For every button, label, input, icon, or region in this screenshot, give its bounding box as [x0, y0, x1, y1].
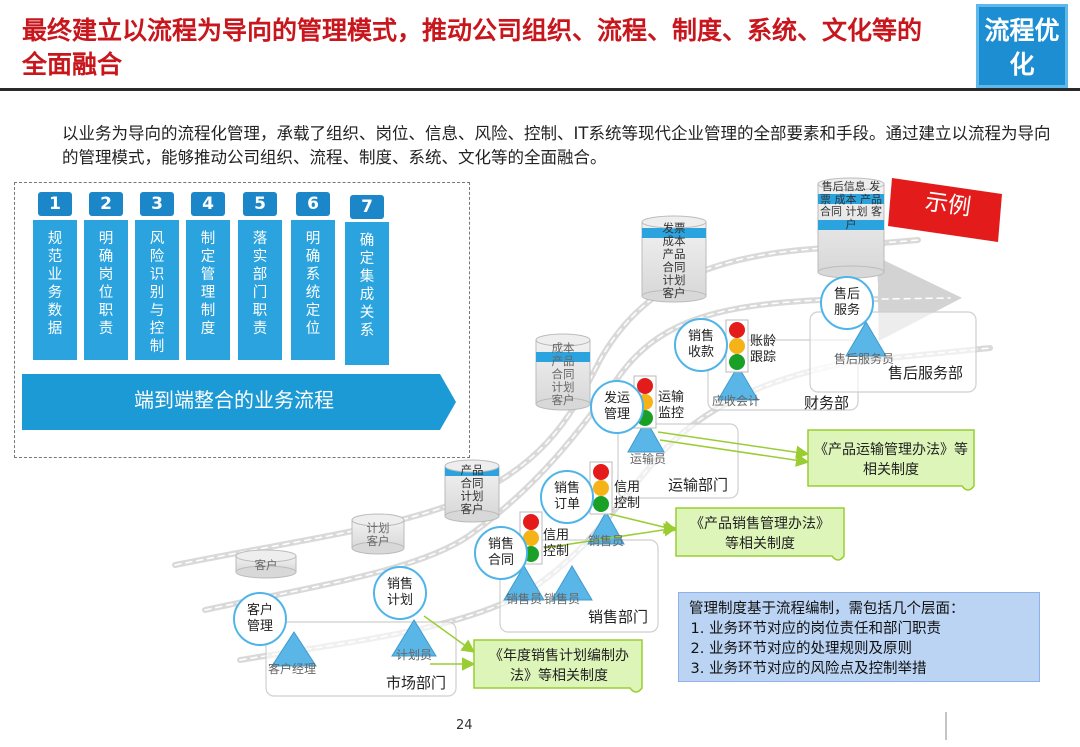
regulation-transport-mgmt: 《产品运输管理办法》等相关制度 — [814, 440, 968, 480]
role-salesperson-1: 销售员 — [506, 590, 542, 607]
sales-plan-node: 销售计划 — [373, 566, 427, 620]
role-planner: 计划员 — [396, 646, 432, 663]
db4-label: 成本 产品 合同 计划 客户 — [545, 342, 581, 407]
aging-tracking-label: 账龄跟踪 — [750, 334, 780, 366]
dept-after-sales: 售后服务部 — [888, 362, 963, 383]
customer-mgmt-node: 客户管理 — [233, 592, 287, 646]
regulation-note: 管理制度基于流程编制，需包括几个层面： 业务环节对应的岗位责任和部门职责 业务环… — [678, 592, 1040, 682]
role-salesperson-2: 销售员 — [544, 590, 580, 607]
customer-mgmt-label: 客户管理 — [244, 603, 276, 635]
role-after-sales-staff: 售后服务员 — [834, 350, 894, 367]
transport-monitor-label: 运输监控 — [658, 390, 688, 422]
db2-label: 计划 客户 — [360, 522, 396, 548]
shipping-mgmt-label: 发运管理 — [601, 391, 633, 423]
sales-collection-label: 销售收款 — [685, 329, 717, 361]
role-salesperson-3: 销售员 — [588, 532, 624, 549]
sales-collection-node: 销售收款 — [674, 318, 728, 372]
sales-order-node: 销售订单 — [540, 470, 594, 524]
note-item-2: 业务环节对应的处理规则及原则 — [709, 639, 1029, 659]
sales-order-label: 销售订单 — [551, 481, 583, 513]
role-receivable-accountant: 应收会计 — [712, 392, 760, 409]
after-sales-node: 售后服务 — [820, 276, 874, 330]
note-list: 业务环节对应的岗位责任和部门职责 业务环节对应的处理规则及原则 业务环节对应的风… — [689, 619, 1029, 679]
sales-plan-label: 销售计划 — [384, 577, 416, 609]
db6-label: 售后信息 发票 成本 产品 合同 计划 客户 — [820, 181, 882, 231]
credit-control-label-1: 信用控制 — [543, 528, 573, 560]
after-sales-label: 售后服务 — [831, 287, 863, 319]
db1-label: 客户 — [236, 559, 296, 572]
regulation-annual-plan: 《年度销售计划编制办法》等相关制度 — [480, 646, 638, 686]
shipping-mgmt-node: 发运管理 — [590, 380, 644, 434]
flow-bar-label: 端到端整合的业务流程 — [24, 372, 444, 428]
db5-label: 发票 成本 产品 合同 计划 客户 — [656, 222, 692, 300]
dept-marketing: 市场部门 — [386, 672, 446, 693]
sales-contract-label: 销售合同 — [485, 537, 517, 569]
dept-finance: 财务部 — [804, 392, 849, 413]
db3-label: 产品 合同 计划 客户 — [454, 464, 490, 516]
role-account-manager: 客户经理 — [268, 660, 316, 677]
note-item-1: 业务环节对应的岗位责任和部门职责 — [709, 619, 1029, 639]
note-item-3: 业务环节对应的风险点及控制举措 — [709, 659, 1029, 679]
note-heading: 管理制度基于流程编制，需包括几个层面： — [689, 599, 1029, 619]
dept-transport: 运输部门 — [668, 474, 728, 495]
sales-contract-node: 销售合同 — [474, 526, 528, 580]
regulation-sales-mgmt: 《产品销售管理办法》等相关制度 — [684, 514, 836, 554]
dept-sales: 销售部门 — [588, 606, 648, 627]
traffic-light-2 — [590, 462, 612, 514]
traffic-light-4 — [726, 320, 748, 372]
page-number: 24 — [456, 718, 473, 733]
role-transporter: 运输员 — [630, 450, 666, 467]
credit-control-label-2: 信用控制 — [614, 480, 644, 512]
